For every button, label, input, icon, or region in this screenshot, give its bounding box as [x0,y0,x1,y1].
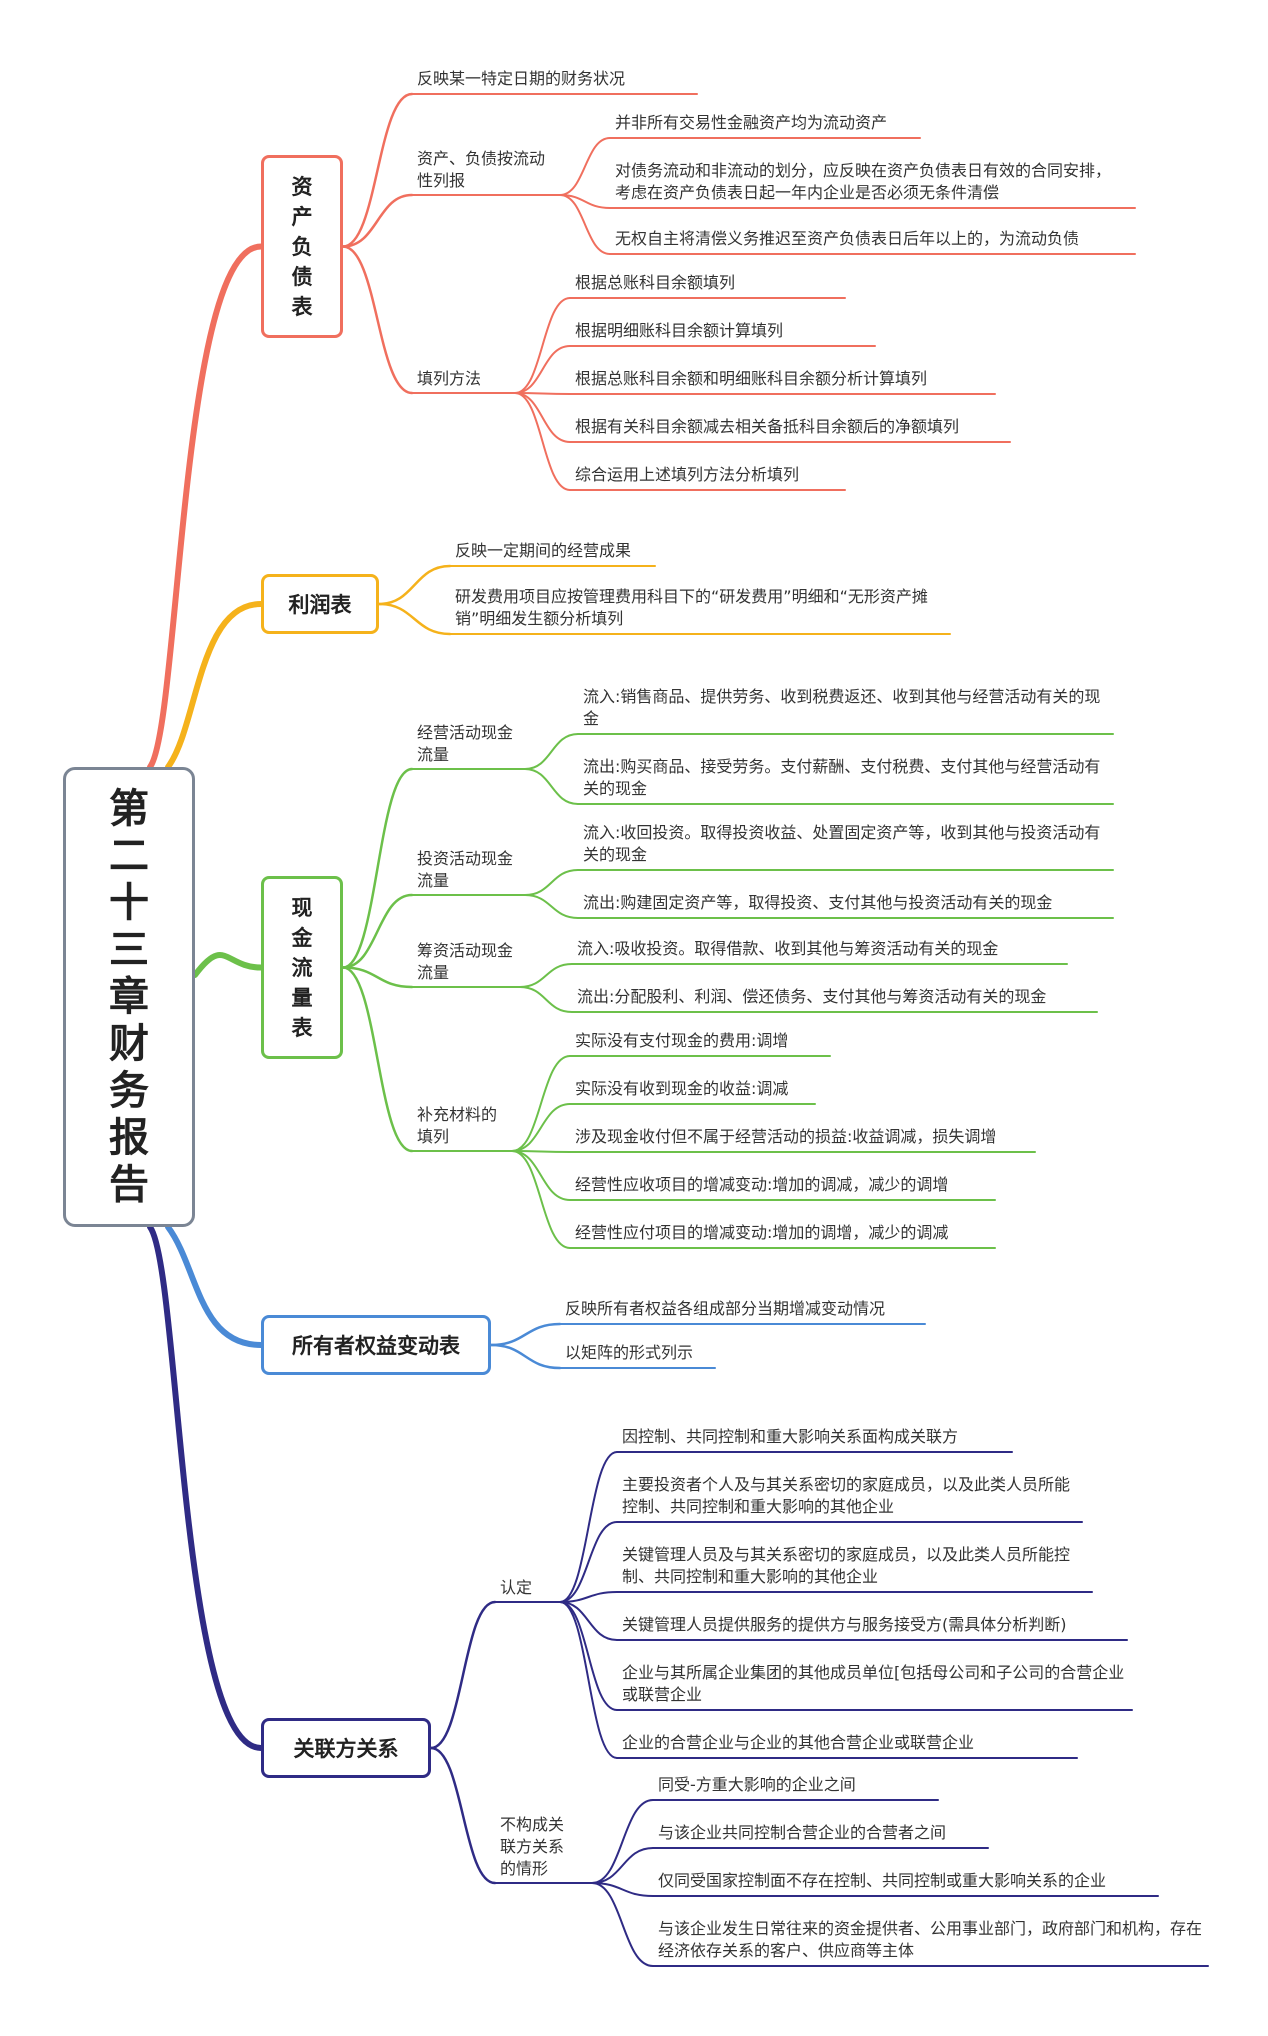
branch-node-2: 利润表 [261,574,379,634]
branch-group-connector [341,966,414,1153]
group-label: 筹资活动现金流量 [417,941,514,982]
leaf-node: 根据明细账科目余额计算填列 [575,321,784,340]
leaf-node: 根据总账科目余额和明细账科目余额分析计算填列 [575,369,928,388]
group-leaf-connector [591,1882,654,1897]
leaf-node: 研发费用项目应按管理费用科目下的“研发费用”明细和“无形资产摊销”明细发生额分析… [455,587,928,628]
group-leaf-connector [591,1847,654,1884]
group-leaf-connector [559,1601,618,1759]
leaf-node: 经营性应付项目的增减变动:增加的调增，减少的调减 [575,1223,949,1242]
leaf-node: 主要投资者个人及与其关系密切的家庭成员，以及此类人员所能控制、共同控制和重大影响… [622,1475,1071,1516]
group-leaf-connector [524,733,579,770]
group-leaf-connector [524,894,579,919]
group-leaf-connector [559,194,611,255]
branch-label: 利润表 [288,593,352,617]
leaf-node: 综合运用上述填列方法分析填列 [575,465,800,484]
group-leaf-connector [591,1882,654,1967]
group-label: 补充材料的填列 [417,1105,498,1146]
branch-leaf-connector [377,602,452,636]
root-branch-connector [147,1224,264,1751]
leaf-node: 企业的合营企业与企业的其他合营企业或联营企业 [622,1733,975,1752]
branch-group-connector [341,245,414,395]
leaf-node: 根据总账科目余额填列 [575,273,736,292]
branch-group-connector [429,1746,497,1885]
root-branch-connector [165,1224,264,1348]
group-leaf-connector [514,392,571,491]
branch-leaf-connector [489,1343,562,1370]
branch-leaf-connector [377,564,452,606]
group-leaf-connector [559,1601,618,1641]
group-leaf-connector [511,1150,571,1201]
group-leaf-connector [591,1799,654,1884]
group-leaf-connector [511,1150,571,1249]
root-title: 第二十三章财务报告 [109,785,149,1208]
leaf-node: 同受-方重大影响的企业之间 [658,1775,856,1794]
leaf-node: 流出:购买商品、接受劳务。支付薪酬、支付税费、支付其他与经营活动有关的现金 [583,757,1101,798]
group-leaf-connector [524,869,579,896]
leaf-node: 经营性应收项目的增减变动:增加的调减，减少的调增 [575,1175,949,1194]
group-leaf-connector [559,1521,618,1603]
group-label: 投资活动现金流量 [417,849,514,890]
branch-group-connector [429,1600,497,1750]
branch-label: 资产负债表 [291,174,313,319]
branch-group-connector [341,966,414,989]
group-label: 资产、负债按流动性列报 [417,149,546,190]
leaf-node: 反映所有者权益各组成部分当期增减变动情况 [565,1299,886,1318]
group-leaf-connector [514,297,571,394]
branch-node-4: 所有者权益变动表 [261,1315,491,1375]
leaf-node: 并非所有交易性金融资产均为流动资产 [615,113,888,132]
group-leaf-connector [559,137,611,196]
branch-node-3: 现金流量表 [261,876,343,1059]
leaf-node: 因控制、共同控制和重大影响关系面构成关联方 [622,1427,959,1446]
group-leaf-connector [514,392,571,443]
leaf-node: 与该企业共同控制合营企业的合营者之间 [658,1823,947,1842]
group-leaf-connector [511,1103,571,1152]
root-node: 第二十三章财务报告 [63,767,195,1227]
branch-group-connector [341,193,414,248]
leaf-node: 流出:购建固定资产等，取得投资、支付其他与投资活动有关的现金 [583,893,1053,912]
root-branch-connector [192,952,264,978]
leaf-node: 与该企业发生日常往来的资金提供者、公用事业部门，政府部门和机构，存在经济依存关系… [658,1919,1203,1960]
group-label: 认定 [500,1578,533,1597]
leaf-node: 以矩阵的形式列示 [565,1343,694,1362]
group-leaf-connector [519,963,573,988]
leaf-node: 反映一定期间的经营成果 [455,541,632,560]
leaf-node: 企业与其所属企业集团的其他成员单位[包括母公司和子公司的合营企业或联营企业 [622,1663,1125,1704]
leaf-node: 关键管理人员提供服务的提供方与服务接受方(需具体分析判断) [622,1615,1067,1634]
leaf-node: 仅同受国家控制面不存在控制、共同控制或重大影响关系的企业 [658,1871,1107,1890]
leaf-node: 实际没有收到现金的收益:调减 [575,1079,789,1098]
group-label: 不构成关联方关系的情形 [500,1815,565,1878]
leaf-node: 流入:收回投资。取得投资收益、处置固定资产等，收到其他与投资活动有关的现金 [583,823,1101,864]
group-leaf-connector [511,1055,571,1152]
leaf-node: 流入:吸收投资。取得借款、收到其他与筹资活动有关的现金 [577,939,999,958]
leaf-node: 流入:销售商品、提供劳务、收到税费返还、收到其他与经营活动有关的现金 [583,687,1101,728]
group-leaf-connector [559,1591,618,1603]
branch-group-connector [341,767,414,969]
leaf-node: 对债务流动和非流动的划分，应反映在资产负债表日有效的合同安排，考虑在资产负债表日… [615,161,1112,202]
branch-label: 现金流量表 [291,895,313,1040]
leaf-node: 涉及现金收付但不属于经营活动的损益:收益调减，损失调增 [575,1127,997,1146]
group-leaf-connector [519,986,573,1013]
leaf-node: 反映某一特定日期的财务状况 [417,69,626,88]
group-leaf-connector [514,345,571,394]
leaf-node: 流出:分配股利、利润、偿还债务、支付其他与筹资活动有关的现金 [577,987,1047,1006]
group-label: 经营活动现金流量 [417,723,514,764]
root-branch-connector [147,243,264,770]
branch-label: 关联方关系 [293,1737,399,1761]
leaf-node: 根据有关科目余额减去相关备抵科目余额后的净额填列 [575,417,960,436]
group-label: 填列方法 [417,369,482,388]
leaf-node: 无权自主将清偿义务推迟至资产负债表日后年以上的，为流动负债 [615,229,1080,248]
branch-leaf-connector [341,92,414,248]
branch-label: 所有者权益变动表 [292,1334,460,1358]
branch-node-5: 关联方关系 [261,1718,431,1778]
branch-node-1: 资产负债表 [261,155,343,338]
group-leaf-connector [559,1451,618,1603]
group-leaf-connector [524,768,579,805]
leaf-node: 关键管理人员及与其关系密切的家庭成员，以及此类人员所能控制、共同控制和重大影响的… [622,1545,1071,1586]
leaf-node: 实际没有支付现金的费用:调增 [575,1031,789,1050]
branch-group-connector [341,893,414,969]
root-branch-connector [165,601,264,770]
